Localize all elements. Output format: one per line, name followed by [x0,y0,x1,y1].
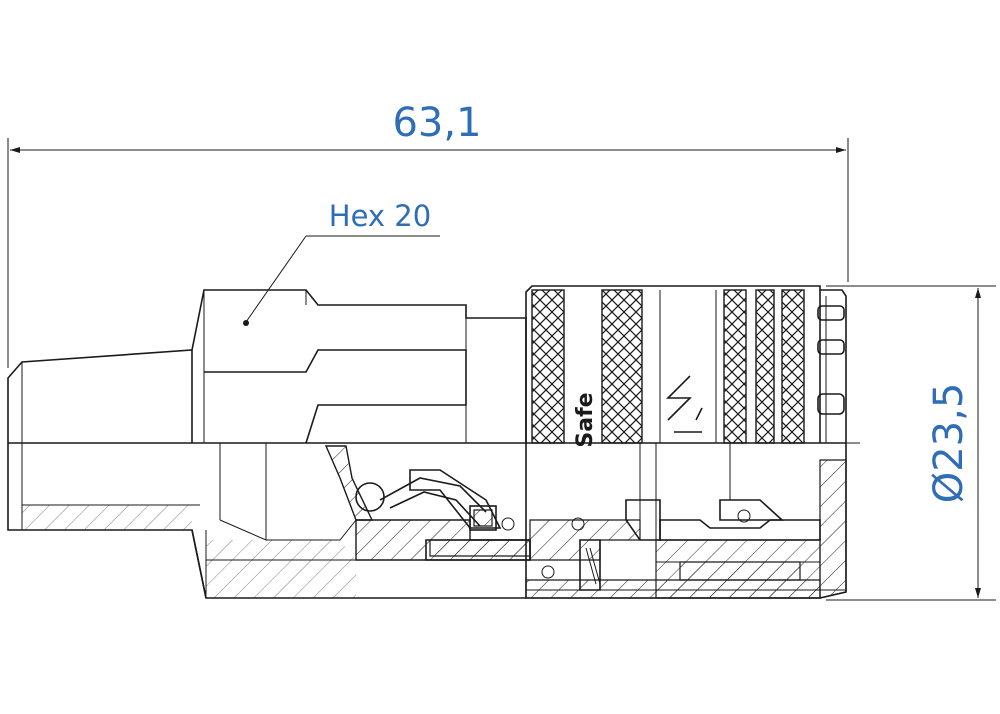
knurl-band-4 [755,289,775,444]
knurled-sleeve: Safe [525,285,847,448]
knurl-band-5 [781,289,805,444]
internal-section [324,445,821,599]
knurl-band-3 [723,289,747,444]
diameter-dimension: Ø23,5 [826,285,996,601]
length-dimension: 63,1 [7,100,849,368]
sleeve-section [525,443,847,599]
logo-mark [666,375,703,433]
knurl-band-2 [601,289,643,444]
hex-label: Hex 20 [329,199,431,233]
hex-callout: Hex 20 [243,199,440,326]
length-label: 63,1 [392,100,481,146]
hex-leader-line [245,235,307,323]
logo-text: Safe [573,392,598,447]
hex-leader-dot [243,320,249,326]
diameter-label: Ø23,5 [926,383,972,504]
knurl-band-1 [531,289,565,444]
